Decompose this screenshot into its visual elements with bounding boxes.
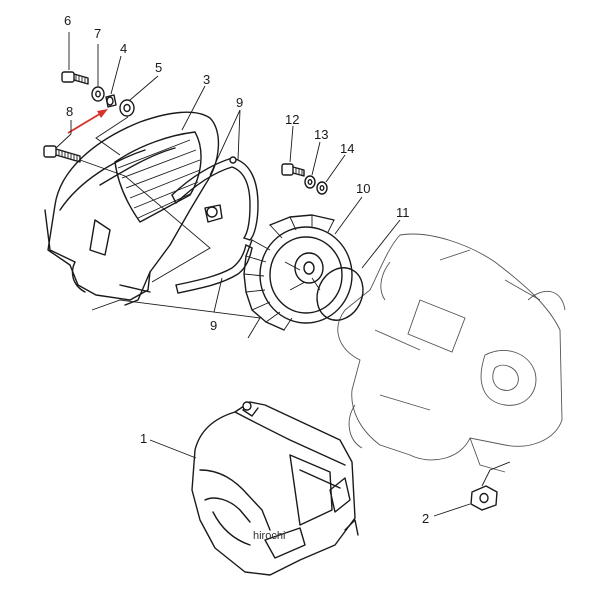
callout-3: 3 bbox=[203, 72, 210, 87]
part-12-bolt bbox=[281, 163, 305, 177]
part-10-cooling-fan bbox=[243, 214, 353, 331]
leader-1 bbox=[149, 439, 197, 459]
callout-9-lower: 9 bbox=[210, 318, 217, 333]
part-2-nut bbox=[470, 485, 498, 511]
leader-2-mount bbox=[481, 461, 511, 487]
part-9-lower-hose bbox=[175, 244, 253, 294]
part-8-long-screw bbox=[43, 145, 81, 163]
leaders-12-14 bbox=[289, 125, 346, 183]
part-13-washer bbox=[304, 175, 316, 189]
callout-labels: 6 7 4 5 3 8 9 9 12 13 14 10 11 1 2 bbox=[64, 13, 429, 526]
leader-11 bbox=[361, 219, 401, 269]
callout-9-upper: 9 bbox=[236, 95, 243, 110]
callout-2: 2 bbox=[422, 511, 429, 526]
callout-12: 12 bbox=[285, 112, 299, 127]
part-6-screw bbox=[61, 71, 89, 85]
callout-11: 11 bbox=[396, 205, 410, 220]
watermark-text: hirochi bbox=[253, 530, 285, 542]
callout-13: 13 bbox=[314, 127, 328, 142]
callout-5: 5 bbox=[155, 60, 162, 75]
part-1-lower-cover bbox=[191, 401, 359, 576]
callout-14: 14 bbox=[340, 141, 354, 156]
part-7-washer bbox=[91, 86, 105, 102]
callout-7: 7 bbox=[94, 26, 101, 41]
callout-1: 1 bbox=[140, 431, 147, 446]
callout-8: 8 bbox=[66, 104, 73, 119]
highlight-arrow-icon bbox=[67, 109, 108, 134]
engine-crankcase-outline bbox=[337, 233, 566, 473]
part-11-o-ring bbox=[316, 267, 364, 321]
part-5-grommet bbox=[119, 99, 135, 117]
leader-10 bbox=[334, 196, 363, 235]
leader-lines bbox=[55, 32, 261, 339]
leader-2 bbox=[433, 503, 471, 517]
callout-10: 10 bbox=[356, 181, 370, 196]
part-14-nut bbox=[316, 181, 328, 195]
callout-4: 4 bbox=[120, 41, 127, 56]
part-9-upper-hose bbox=[171, 156, 259, 241]
part-3-fan-shroud bbox=[44, 111, 223, 306]
shroud-grille bbox=[114, 131, 202, 223]
callout-6: 6 bbox=[64, 13, 71, 28]
hose-leaders bbox=[209, 109, 241, 313]
part-4-collar bbox=[105, 94, 117, 108]
